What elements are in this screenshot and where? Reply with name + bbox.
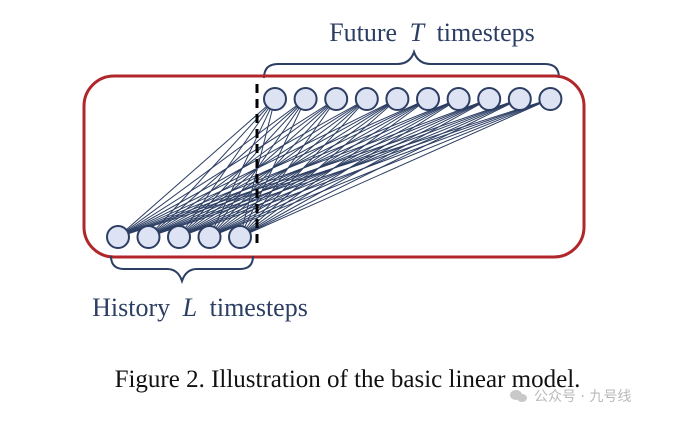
future-node-6 <box>416 87 440 111</box>
future-label: Future T timesteps <box>329 18 535 47</box>
future-brace <box>263 48 560 79</box>
future-label-suffix: timesteps <box>437 18 535 47</box>
watermark: 公众号 · 九号线 <box>510 386 631 406</box>
history-brace <box>110 255 254 285</box>
future-node-2 <box>293 87 318 111</box>
history-node-3 <box>167 225 191 249</box>
future-nodes <box>263 87 563 111</box>
edge-h2-f1 <box>148 98 276 238</box>
history-node-2 <box>136 225 161 249</box>
history-node-5 <box>228 225 252 249</box>
future-label-prefix: Future <box>329 18 397 47</box>
history-nodes <box>106 225 252 249</box>
future-node-9 <box>507 87 532 111</box>
future-node-5 <box>385 87 410 111</box>
edge-h5-f10 <box>239 98 551 238</box>
edge-h5-f2 <box>239 98 307 238</box>
history-label-suffix: timesteps <box>210 293 308 322</box>
history-label-var: L <box>182 293 197 322</box>
future-node-10 <box>538 87 563 111</box>
figure-caption: Figure 2. Illustration of the basic line… <box>114 366 581 393</box>
edge-h1-f1 <box>117 98 276 238</box>
history-node-1 <box>106 225 130 249</box>
history-node-4 <box>197 225 222 249</box>
edge-h5-f8 <box>239 98 490 238</box>
edge-h5-f5 <box>239 98 398 238</box>
model-frame <box>82 74 586 259</box>
future-node-1 <box>263 87 287 111</box>
edge-h4-f1 <box>209 98 276 238</box>
history-label-prefix: History <box>92 293 170 322</box>
future-node-8 <box>477 87 502 111</box>
edge-h3-f1 <box>178 98 276 238</box>
edge-h5-f3 <box>239 98 337 238</box>
wechat-icon <box>510 389 528 403</box>
future-node-4 <box>354 87 379 111</box>
edge-h5-f9 <box>239 98 521 238</box>
edge-h5-f7 <box>239 98 459 238</box>
connection-edges <box>117 98 551 238</box>
edge-h5-f4 <box>239 98 368 238</box>
future-label-var: T <box>410 18 426 47</box>
future-node-7 <box>446 87 471 111</box>
watermark-text: 公众号 · 九号线 <box>534 389 632 405</box>
history-label: History L timesteps <box>92 293 308 322</box>
edge-h5-f6 <box>239 98 429 238</box>
future-node-3 <box>324 87 349 111</box>
